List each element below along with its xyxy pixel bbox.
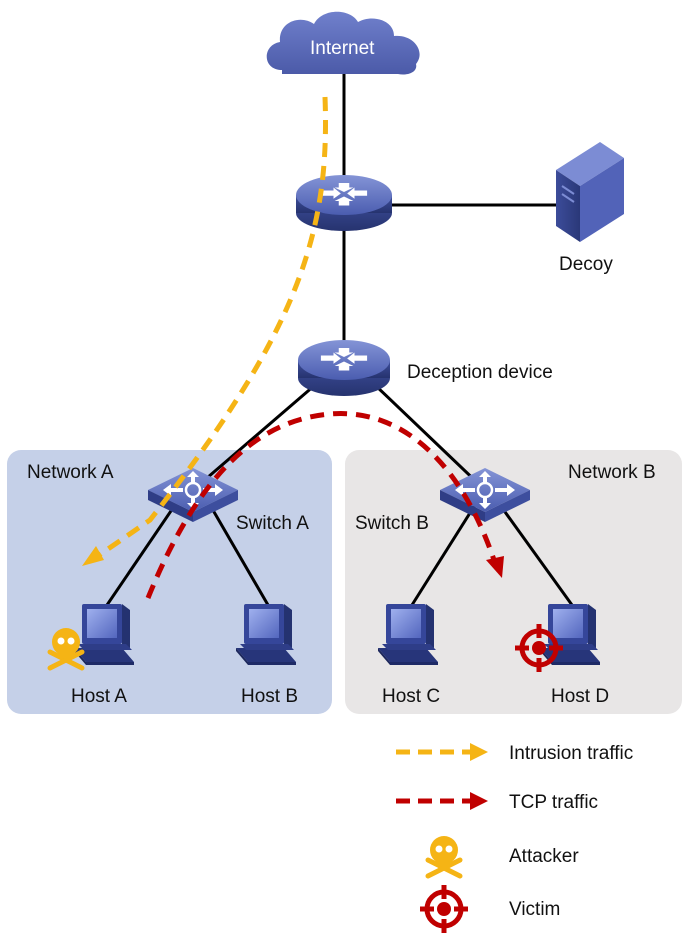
host-b-label: Host B [241, 686, 299, 707]
switch-a-label: Switch A [236, 513, 309, 534]
internet-label: Internet [310, 38, 375, 59]
host-b-computer-icon [236, 604, 296, 665]
host-a-computer-icon [74, 604, 134, 665]
legend-victim-label: Victim [509, 899, 561, 920]
legend-skull-icon [425, 836, 463, 879]
decoy-label: Decoy [559, 254, 613, 275]
legend-attacker-label: Attacker [509, 846, 579, 867]
router-icon [296, 175, 392, 231]
switch-b-icon [440, 468, 530, 522]
host-c-label: Host C [382, 686, 441, 707]
server-icon [556, 142, 624, 242]
tcp-traffic-path [145, 411, 504, 599]
deception-device-label: Deception device [407, 362, 553, 383]
legend-tcp-line [396, 792, 488, 810]
cloud-icon [266, 11, 420, 75]
deception-device-icon [298, 340, 390, 396]
network-a-label: Network A [27, 462, 114, 483]
attacker-skull-icon [47, 628, 85, 671]
legend-tcp-label: TCP traffic [509, 792, 599, 813]
legend-intrusion-line [396, 743, 488, 761]
victim-target-icon [515, 624, 563, 672]
host-a-label: Host A [71, 686, 127, 707]
host-c-computer-icon [378, 604, 438, 665]
switch-a-icon [148, 468, 238, 522]
host-d-label: Host D [551, 686, 610, 707]
legend-intrusion-label: Intrusion traffic [509, 743, 634, 764]
legend-target-icon [420, 885, 468, 933]
intrusion-traffic-path [82, 96, 328, 566]
network-b-label: Network B [568, 462, 656, 483]
switch-b-label: Switch B [355, 513, 429, 534]
